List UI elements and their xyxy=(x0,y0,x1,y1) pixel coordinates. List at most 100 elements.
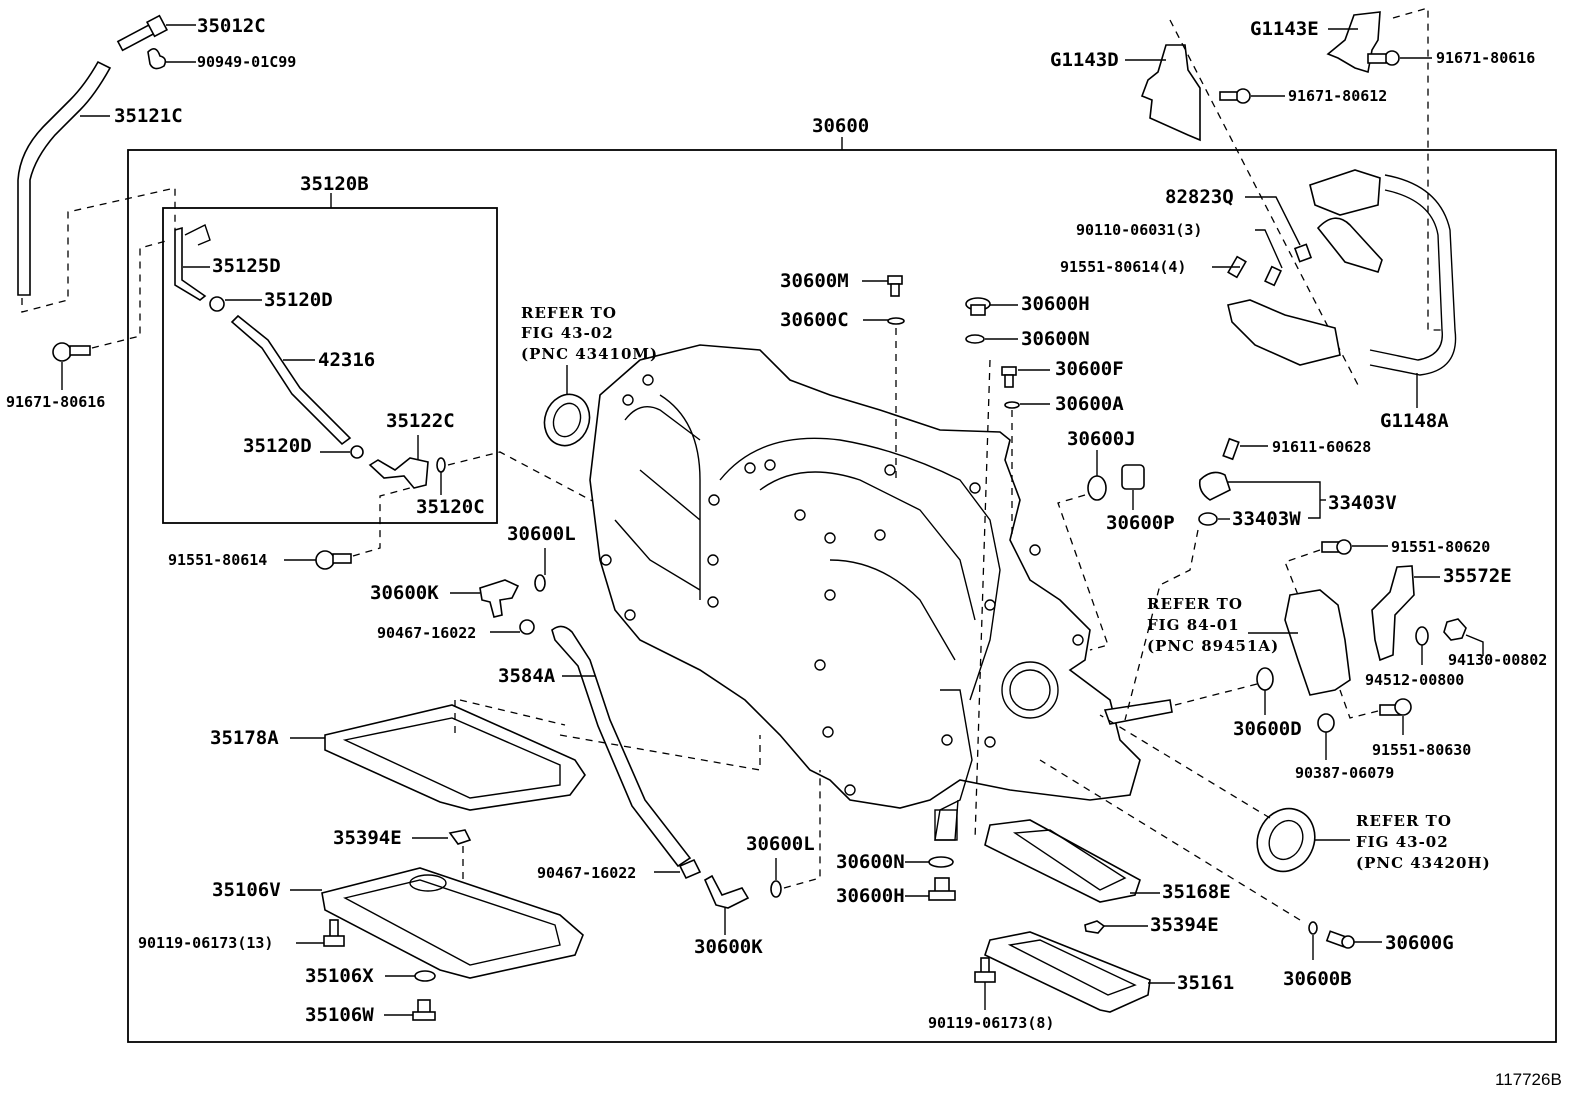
label-35168E[interactable]: 35168E xyxy=(1162,881,1231,903)
hose-35121C-shape[interactable] xyxy=(17,60,112,296)
bolt-91551-80614-shape[interactable] xyxy=(315,550,335,570)
label-91611-60628[interactable]: 91611-60628 xyxy=(1272,438,1371,456)
sleeve-33403V-shape[interactable] xyxy=(1198,471,1231,501)
gasket-30600N-bottom-shape[interactable] xyxy=(928,856,954,868)
label-94130-00802[interactable]: 94130-00802 xyxy=(1448,651,1547,669)
label-30600K-bottom[interactable]: 30600K xyxy=(694,936,763,958)
label-30600G[interactable]: 30600G xyxy=(1385,932,1454,954)
label-30600L-top[interactable]: 30600L xyxy=(507,523,576,545)
label-94512-00800[interactable]: 94512-00800 xyxy=(1365,671,1464,689)
label-35122C[interactable]: 35122C xyxy=(386,410,455,432)
label-30600L-bottom[interactable]: 30600L xyxy=(746,833,815,855)
ref-89451A-line2[interactable]: FIG 84-01 xyxy=(1147,616,1240,634)
label-35394E-left[interactable]: 35394E xyxy=(333,827,402,849)
harness-bracket[interactable] xyxy=(1316,217,1383,273)
label-35125D[interactable]: 35125D xyxy=(212,255,281,277)
union-30600K-bottom-shape[interactable] xyxy=(703,874,750,909)
label-G1143D[interactable]: G1143D xyxy=(1050,49,1119,71)
hose-42316-shape[interactable] xyxy=(230,314,352,446)
label-33403V[interactable]: 33403V xyxy=(1328,492,1397,514)
gasket-35178A-shape[interactable] xyxy=(324,704,586,811)
label-G1148A[interactable]: G1148A xyxy=(1380,410,1449,432)
ref-43410M-line3[interactable]: (PNC 43410M) xyxy=(521,345,658,363)
nut-94130-00802-shape[interactable] xyxy=(1443,618,1467,641)
ref-43420H-line2[interactable]: FIG 43-02 xyxy=(1356,833,1449,851)
gasket-30600C-shape[interactable] xyxy=(887,317,905,325)
label-90949-01C99[interactable]: 90949-01C99 xyxy=(197,53,296,71)
bracket-G1143E-shape[interactable] xyxy=(1326,11,1381,74)
gasket-30600L-top-shape[interactable] xyxy=(534,574,546,592)
label-90387-06079[interactable]: 90387-06079 xyxy=(1295,764,1394,782)
ref-43410M-line2[interactable]: FIG 43-02 xyxy=(521,324,614,342)
plug-30600M-shape[interactable] xyxy=(887,275,903,285)
label-35178A[interactable]: 35178A xyxy=(210,727,279,749)
label-91551-80630[interactable]: 91551-80630 xyxy=(1372,741,1471,759)
oil-seal-43410M-shape[interactable] xyxy=(537,388,596,452)
oring-33403W-shape[interactable] xyxy=(1198,512,1218,526)
label-30600J[interactable]: 30600J xyxy=(1067,428,1136,450)
harness-connector-top[interactable] xyxy=(1309,169,1381,216)
ref-89451A-line3[interactable]: (PNC 89451A) xyxy=(1147,637,1279,655)
label-35572E[interactable]: 35572E xyxy=(1443,565,1512,587)
gasket-35106X-shape[interactable] xyxy=(414,970,436,982)
oil-seal-43420H-shape[interactable] xyxy=(1247,799,1325,881)
label-42316[interactable]: 42316 xyxy=(318,349,375,371)
label-91671-80612[interactable]: 91671-80612 xyxy=(1288,87,1387,105)
clip-82823Q-shape[interactable] xyxy=(1293,243,1313,263)
label-82823Q[interactable]: 82823Q xyxy=(1165,186,1234,208)
label-90119-06173-13[interactable]: 90119-06173(13) xyxy=(138,934,273,952)
label-35120D-bottom[interactable]: 35120D xyxy=(243,435,312,457)
clip-90949-01C99-shape[interactable] xyxy=(147,48,167,70)
switch-89451A-shape[interactable] xyxy=(1284,589,1351,696)
label-91551-80614-4[interactable]: 91551-80614(4) xyxy=(1060,258,1186,276)
label-91551-80614[interactable]: 91551-80614 xyxy=(168,551,267,569)
label-30600P[interactable]: 30600P xyxy=(1106,512,1175,534)
label-90110-06031[interactable]: 90110-06031(3) xyxy=(1076,221,1202,239)
label-35120C[interactable]: 35120C xyxy=(416,496,485,518)
label-30600C[interactable]: 30600C xyxy=(780,309,849,331)
pipe-35122C-shape[interactable] xyxy=(368,457,429,489)
label-35161[interactable]: 35161 xyxy=(1177,972,1234,994)
pipe-35125D-shape[interactable] xyxy=(174,226,207,301)
harness-connector-bottom[interactable] xyxy=(1227,299,1341,366)
label-30600D[interactable]: 30600D xyxy=(1233,718,1302,740)
plug-30600H-bottom-shape[interactable] xyxy=(934,877,950,893)
label-90467-16022-bottom[interactable]: 90467-16022 xyxy=(537,864,636,882)
screw-90110-06031-shape[interactable] xyxy=(1264,265,1282,287)
seal-30600J-shape[interactable] xyxy=(1087,475,1107,501)
ref-43410M-line1[interactable]: REFER TO xyxy=(521,304,617,322)
bracket-G1143D-shape[interactable] xyxy=(1140,44,1201,142)
label-35121C[interactable]: 35121C xyxy=(114,105,183,127)
plug-35012C-shape[interactable] xyxy=(116,14,169,52)
plug-30600F-shape[interactable] xyxy=(1001,366,1017,376)
label-91671-80616-right[interactable]: 91671-80616 xyxy=(1436,49,1535,67)
bolt-91671-80616-right-shape[interactable] xyxy=(1384,50,1400,66)
label-G1143E[interactable]: G1143E xyxy=(1250,18,1319,40)
label-35120B[interactable]: 35120B xyxy=(300,173,369,195)
clamp-35120D-bottom-shape[interactable] xyxy=(350,445,364,459)
ref-43420H-line3[interactable]: (PNC 43420H) xyxy=(1356,854,1491,872)
label-90467-16022-top[interactable]: 90467-16022 xyxy=(377,624,476,642)
assembly-number-label[interactable]: 30600 xyxy=(812,115,869,137)
transaxle-case-body[interactable] xyxy=(589,344,1173,841)
label-30600A[interactable]: 30600A xyxy=(1055,393,1124,415)
label-30600N-bottom[interactable]: 30600N xyxy=(836,851,905,873)
label-30600H-top[interactable]: 30600H xyxy=(1021,293,1090,315)
tube-3584A-shape[interactable] xyxy=(551,625,692,868)
bolt-91611-60628-shape[interactable] xyxy=(1222,437,1240,461)
label-91551-80620[interactable]: 91551-80620 xyxy=(1391,538,1490,556)
label-35106W[interactable]: 35106W xyxy=(305,1004,374,1026)
label-35394E-right[interactable]: 35394E xyxy=(1150,914,1219,936)
union-30600K-top-shape[interactable] xyxy=(479,579,520,618)
label-35120D-top[interactable]: 35120D xyxy=(264,289,333,311)
label-30600F[interactable]: 30600F xyxy=(1055,358,1124,380)
lever-35572E-shape[interactable] xyxy=(1371,565,1415,662)
label-30600K-top[interactable]: 30600K xyxy=(370,582,439,604)
gasket-30600L-bottom-shape[interactable] xyxy=(770,880,782,898)
bolt-91671-80612-shape[interactable] xyxy=(1235,88,1251,104)
ref-43420H-line1[interactable]: REFER TO xyxy=(1356,812,1452,830)
bolt-head-91671-80616[interactable] xyxy=(52,342,72,362)
oring-35120C-shape[interactable] xyxy=(436,457,446,473)
gasket-30600N-top-shape[interactable] xyxy=(965,334,985,344)
label-35106V[interactable]: 35106V xyxy=(212,879,281,901)
